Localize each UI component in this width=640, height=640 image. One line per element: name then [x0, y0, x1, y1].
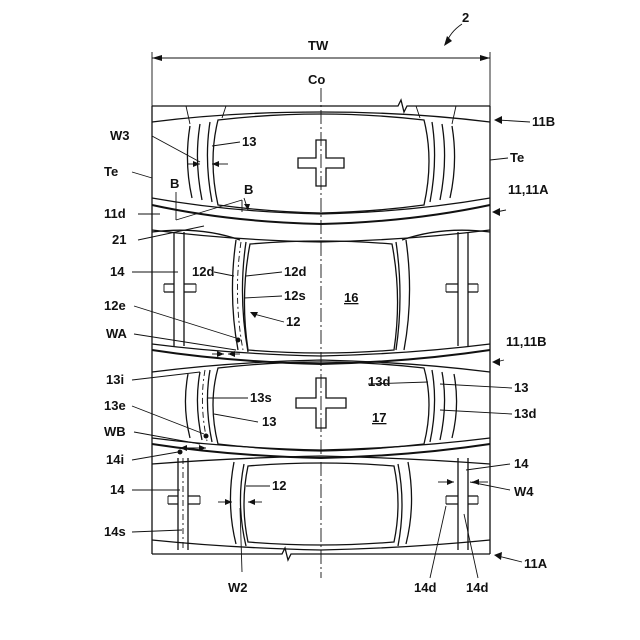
label-13s: 13s: [250, 390, 272, 405]
leader-lines: [132, 116, 530, 578]
label-wa: WA: [106, 326, 128, 341]
label-12e: 12e: [104, 298, 126, 313]
label-13-mid-right: 13: [514, 380, 528, 395]
label-2: 2: [462, 10, 469, 25]
reference-numeral-arrow: [444, 24, 462, 46]
label-13d-b: 13d: [514, 406, 536, 421]
label-13d-a: 13d: [368, 374, 390, 389]
label-14s: 14s: [104, 524, 126, 539]
label-12d-a: 12d: [192, 264, 214, 279]
label-wb: WB: [104, 424, 126, 439]
label-16: 16: [344, 290, 358, 305]
label-11b-top: 11B: [532, 114, 555, 129]
figure-labels: 2 TW Co Te Te W3 B B 11d 21 11B 11,11A 1…: [104, 10, 555, 595]
label-te-right: Te: [510, 150, 524, 165]
label-14d-b: 14d: [466, 580, 488, 595]
label-14-left-lower: 14: [110, 482, 125, 497]
label-co: Co: [308, 72, 325, 87]
label-21: 21: [112, 232, 126, 247]
label-te-left: Te: [104, 164, 118, 179]
label-tw: TW: [308, 38, 329, 53]
label-12-lower: 12: [272, 478, 286, 493]
label-17: 17: [372, 410, 386, 425]
label-13-mid-center: 13: [262, 414, 276, 429]
label-13e: 13e: [104, 398, 126, 413]
label-12d-b: 12d: [284, 264, 306, 279]
label-12-upper: 12: [286, 314, 300, 329]
label-11a-bottom: 11A: [524, 556, 548, 571]
label-b-right: B: [244, 182, 253, 197]
label-14-left-upper: 14: [110, 264, 125, 279]
label-w2: W2: [228, 580, 248, 595]
label-13i: 13i: [106, 372, 124, 387]
label-14i: 14i: [106, 452, 124, 467]
label-w4: W4: [514, 484, 534, 499]
label-11d: 11d: [104, 206, 126, 221]
label-11-11b-mid: 11,11B: [506, 334, 547, 349]
label-12s: 12s: [284, 288, 306, 303]
label-14-right: 14: [514, 456, 529, 471]
label-11-11a-top: 11,11A: [508, 182, 549, 197]
label-13-top: 13: [242, 134, 256, 149]
label-b-left: B: [170, 176, 179, 191]
label-14d-a: 14d: [414, 580, 436, 595]
label-w3: W3: [110, 128, 130, 143]
